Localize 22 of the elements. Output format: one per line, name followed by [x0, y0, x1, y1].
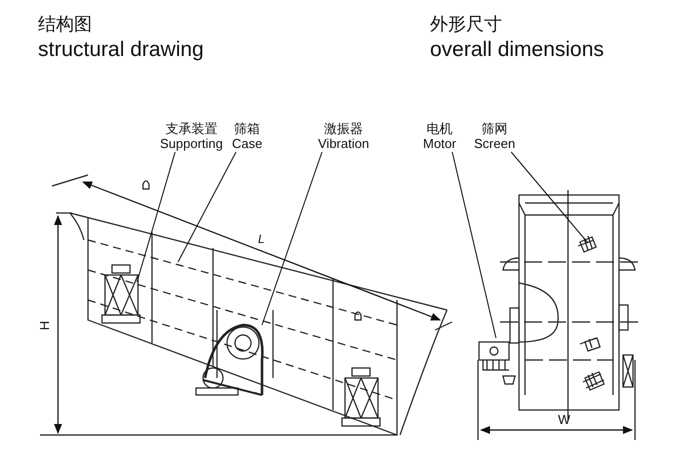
callout-label: Motor — [423, 136, 456, 151]
leader-line — [178, 152, 236, 262]
callout-label: 激振器 — [324, 121, 364, 136]
leader-line — [136, 152, 176, 282]
heading: 外形尺寸 — [430, 13, 502, 36]
leader-line — [262, 152, 322, 326]
heading: overall dimensions — [430, 38, 604, 62]
dimension-label: W — [558, 412, 570, 427]
heading: structural drawing — [38, 38, 204, 62]
callout-label: Screen — [474, 136, 516, 151]
callout-label: 支承装置 — [165, 121, 218, 136]
leader-line — [510, 152, 588, 244]
dimension-label: L — [258, 232, 265, 246]
callout-label: 筛网 — [482, 121, 508, 136]
heading: 结构图 — [38, 13, 92, 36]
callout-label: 筛箱 — [234, 121, 260, 136]
leader-line — [452, 152, 496, 338]
callout-label: Supporting — [160, 136, 223, 151]
callout-label: Case — [232, 136, 262, 151]
dimension-label: H — [37, 320, 52, 330]
callout-label: 电机 — [426, 121, 453, 136]
callout-label: Vibration — [318, 136, 370, 151]
